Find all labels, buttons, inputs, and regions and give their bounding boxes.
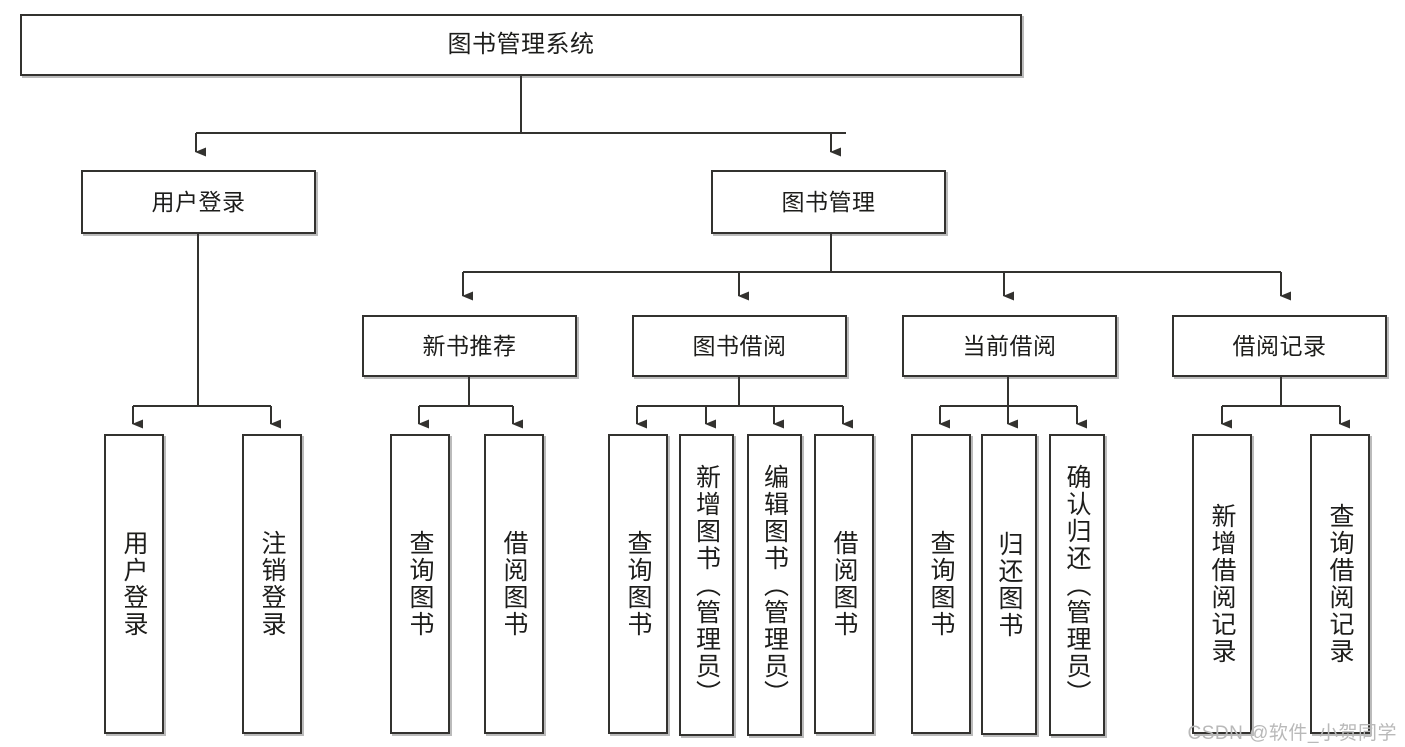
node-label: 图书管理系统 <box>447 31 595 59</box>
node-leaf-confirm-return[interactable]: 确认归还（管理员） <box>1049 434 1105 736</box>
node-root-system[interactable]: 图书管理系统 <box>20 14 1022 76</box>
node-label: 查询图书 <box>406 530 434 638</box>
node-label: 图书借阅 <box>692 332 787 359</box>
node-label: 确认归还（管理员） <box>1063 463 1091 707</box>
node-label: 编辑图书（管理员） <box>760 463 789 707</box>
node-label: 注销登录 <box>258 530 286 638</box>
node-leaf-query-book-1[interactable]: 查询图书 <box>390 434 450 734</box>
node-book-manage[interactable]: 图书管理 <box>711 170 946 234</box>
csdn-watermark: CSDN @软件_小贺同学 <box>1187 723 1397 744</box>
node-current-borrow[interactable]: 当前借阅 <box>902 315 1117 377</box>
node-book-borrow[interactable]: 图书借阅 <box>632 315 847 377</box>
node-label: 归还图书 <box>995 530 1023 639</box>
node-label: 新书推荐 <box>422 332 517 359</box>
node-leaf-add-record[interactable]: 新增借阅记录 <box>1192 434 1252 734</box>
node-leaf-user-login[interactable]: 用户登录 <box>104 434 164 734</box>
node-label: 查询图书 <box>624 530 652 638</box>
node-user-login[interactable]: 用户登录 <box>81 170 316 234</box>
node-label: 借阅图书 <box>830 530 858 638</box>
node-leaf-add-book[interactable]: 新增图书（管理员） <box>679 434 734 736</box>
node-label: 用户登录 <box>151 188 246 215</box>
node-borrow-record[interactable]: 借阅记录 <box>1172 315 1387 377</box>
node-label: 新增借阅记录 <box>1208 503 1236 665</box>
node-new-book-recommend[interactable]: 新书推荐 <box>362 315 577 377</box>
node-label: 用户登录 <box>120 530 148 638</box>
node-leaf-edit-book[interactable]: 编辑图书（管理员） <box>747 434 802 736</box>
node-label: 查询借阅记录 <box>1326 503 1354 665</box>
node-label: 查询图书 <box>927 530 955 638</box>
node-leaf-query-record[interactable]: 查询借阅记录 <box>1310 434 1370 734</box>
node-label: 当前借阅 <box>962 332 1057 359</box>
node-leaf-borrow-book-1[interactable]: 借阅图书 <box>484 434 544 734</box>
node-leaf-return-book[interactable]: 归还图书 <box>981 434 1037 735</box>
node-leaf-borrow-book-2[interactable]: 借阅图书 <box>814 434 874 734</box>
node-leaf-user-logout[interactable]: 注销登录 <box>242 434 302 734</box>
node-label: 新增图书（管理员） <box>692 463 721 707</box>
node-label: 借阅图书 <box>500 530 528 638</box>
node-leaf-query-book-2[interactable]: 查询图书 <box>608 434 668 734</box>
node-leaf-query-book-3[interactable]: 查询图书 <box>911 434 971 734</box>
node-label: 图书管理 <box>781 188 876 215</box>
node-label: 借阅记录 <box>1232 332 1327 359</box>
